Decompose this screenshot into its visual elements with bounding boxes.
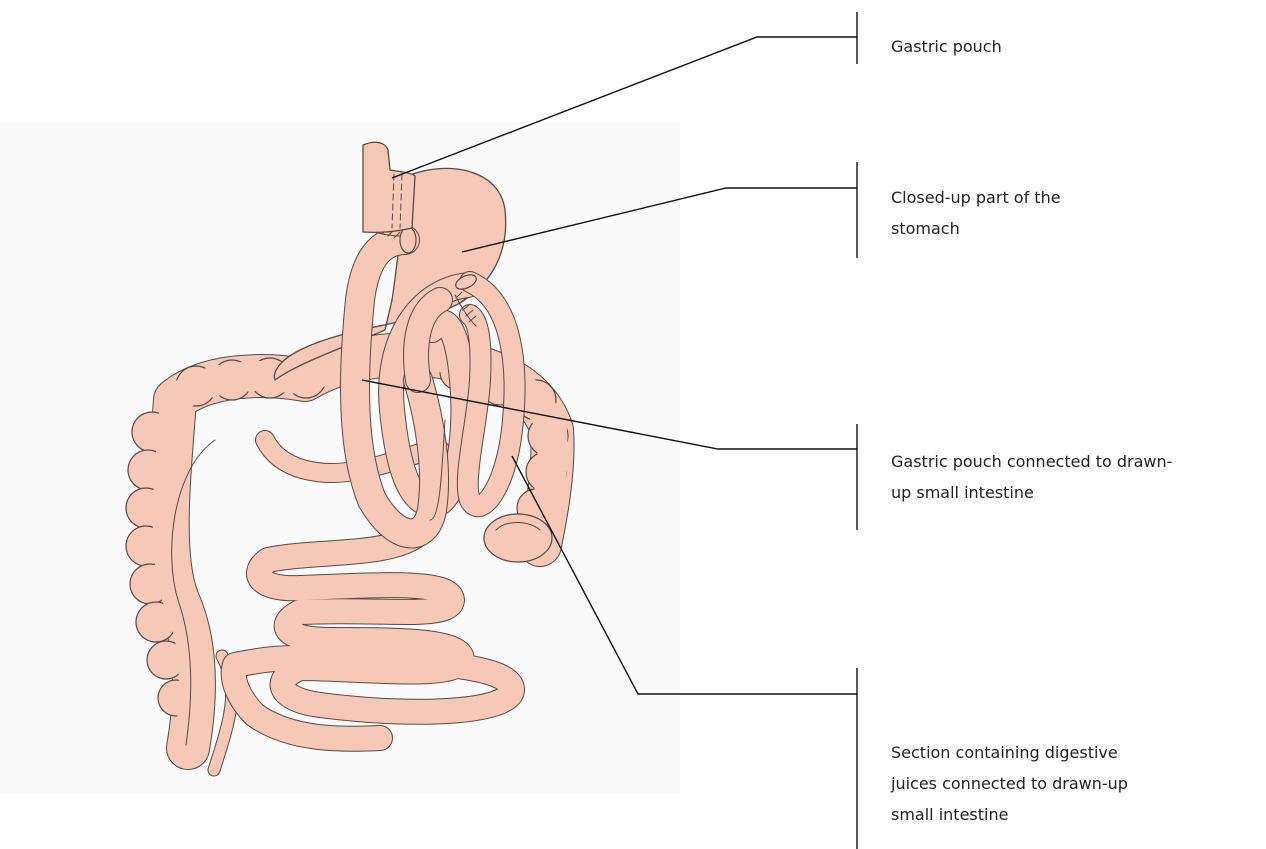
label-gastric-pouch: Gastric pouch	[891, 31, 1002, 62]
illustration-backdrop	[0, 122, 680, 794]
label-digestive-section: Section containing digestive juices conn…	[891, 737, 1128, 830]
label-pouch-connected: Gastric pouch connected to drawn- up sma…	[891, 446, 1172, 508]
label-closed-stomach: Closed-up part of the stomach	[891, 182, 1061, 244]
